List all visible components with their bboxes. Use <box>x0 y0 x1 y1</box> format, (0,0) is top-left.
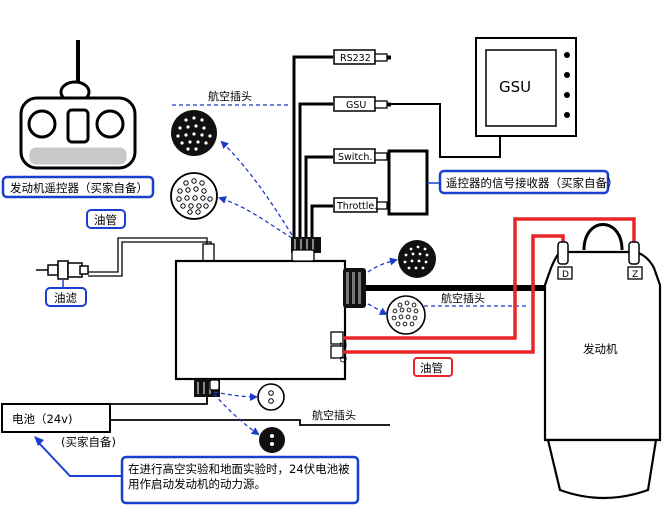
ecu-bottom-connector <box>194 379 220 397</box>
aviation-plug-bottom-label: 航空插头 <box>312 408 356 422</box>
plug-small-dark <box>259 427 285 453</box>
battery-box <box>1 403 111 433</box>
ecu-top-connector <box>291 237 321 262</box>
aviation-plug-right-label: 航空插头 <box>441 291 485 305</box>
battery-label: 电池（24v) <box>12 412 72 426</box>
aviation-plug-right-light <box>386 295 426 335</box>
rc-label: 发动机遥控器（买家自备） <box>10 181 148 195</box>
battery-note: (买家自备) <box>61 435 116 449</box>
aviation-plug-right-dark <box>398 240 436 278</box>
dash-arrow-right-2 <box>367 303 388 315</box>
fuel-pipe-label: 油管 <box>94 213 117 227</box>
aviation-plug-dark <box>171 110 217 156</box>
dash-arrow-right-1 <box>367 257 398 273</box>
fuel-pipe-red-label: 油管 <box>420 361 443 375</box>
ecu-cables <box>292 55 333 237</box>
plug-small-light <box>257 383 285 411</box>
engine-z-label: Z <box>632 270 638 280</box>
dash-arrow-top-2 <box>218 196 293 239</box>
fuel-pipe-label-box <box>86 209 126 229</box>
rc-label-box <box>1 175 155 199</box>
aviation-plug-light <box>170 172 218 220</box>
fuel-filter-label-box <box>45 287 87 307</box>
fuel-inlet <box>202 243 215 263</box>
receiver-box <box>387 149 429 216</box>
fuel-filter <box>36 260 89 280</box>
switch-label: Switch. <box>338 152 372 163</box>
gsu-cable <box>391 103 501 158</box>
ecu-port-d-label: D <box>337 356 347 363</box>
receiver-label-box <box>438 169 610 195</box>
gsu-connector-label: GSU <box>346 100 366 111</box>
rc-transmitter <box>19 40 137 170</box>
dash-arrow-bottom-1 <box>213 391 258 401</box>
engine <box>543 223 662 500</box>
dash-arrow-bottom-2 <box>213 393 260 436</box>
note-box <box>120 455 360 505</box>
fuel-pipe-red-label-box <box>413 357 453 377</box>
note-arrow <box>37 441 122 477</box>
ecu-right-connector <box>343 268 366 308</box>
fuel-filter-label: 油滤 <box>54 291 77 305</box>
ecu-box <box>174 259 347 381</box>
aviation-plug-top-label: 航空插头 <box>208 89 252 103</box>
engine-label: 发动机 <box>583 342 618 356</box>
rs232-label: RS232 <box>340 53 371 64</box>
receiver-label: 遥控器的信号接收器（买家自备） <box>446 176 619 190</box>
ecu-port-z-label: Z <box>337 342 347 348</box>
throttle-label: Throttle. <box>336 201 377 212</box>
gsu-unit-label: GSU <box>499 78 531 96</box>
engine-d-label: D <box>562 270 569 280</box>
fuel-line-top <box>88 237 212 277</box>
dash-arrow-top-1 <box>220 140 293 236</box>
red-wires <box>343 217 636 354</box>
gsu-unit <box>475 37 577 137</box>
battery-cable-2 <box>110 419 390 426</box>
note-text: 在进行高空实验和地面实验时，24伏电池被用作启动发动机的动力源。 <box>128 462 350 491</box>
battery-cable <box>109 397 208 413</box>
